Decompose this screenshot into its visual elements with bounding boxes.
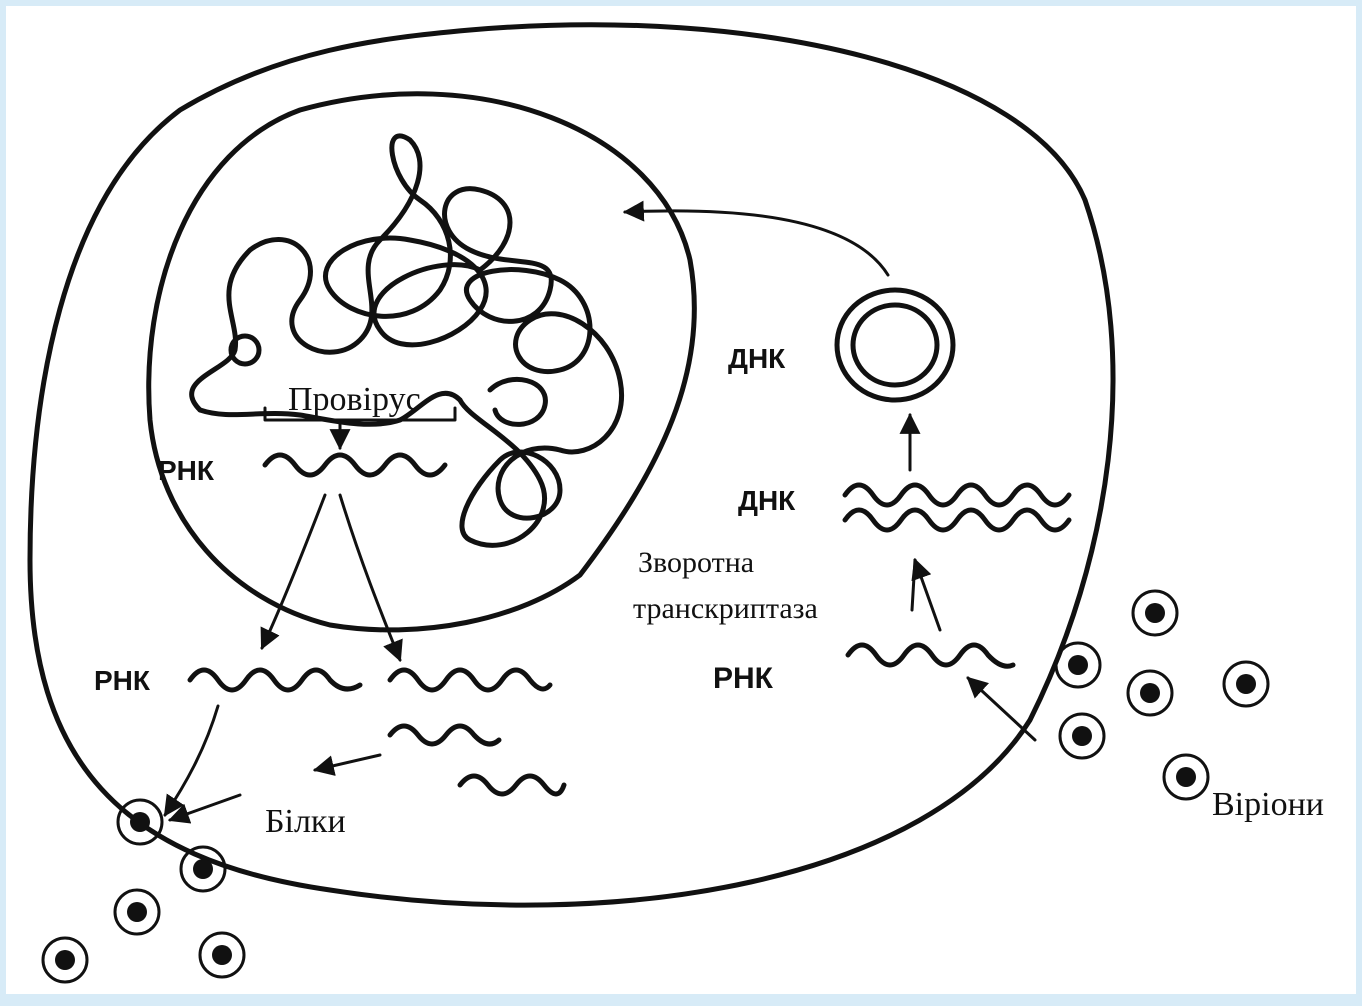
virion: [1224, 662, 1268, 706]
rna-cytoplasm-strand-2: [390, 670, 550, 690]
reverse-transcriptase-label-line1: Зворотна: [638, 546, 754, 579]
dna-strand-2: [845, 510, 1069, 530]
virion: [1164, 755, 1208, 799]
virion: [1128, 671, 1172, 715]
rna-nucleus-label: РНК: [158, 455, 215, 486]
arrow-rna-export-right: [340, 495, 400, 660]
dna-double-label: ДНК: [738, 485, 796, 516]
host-chromatin: [192, 136, 622, 545]
arrow-reverse-transcription-branch: [912, 560, 915, 610]
rna-cytoplasm-strand-1: [190, 670, 360, 690]
arrow-rna-export-left: [262, 495, 325, 648]
proteins-label: Білки: [265, 803, 346, 840]
arrow-rna-to-virion: [165, 706, 218, 815]
arrow-to-proteins: [315, 755, 380, 770]
virions-label: Віріони: [1212, 786, 1324, 823]
dna-strand-1: [845, 485, 1069, 505]
rna-fragment-1: [390, 726, 499, 744]
virions-budding: [43, 800, 244, 982]
virion: [115, 890, 159, 934]
provirus-label: Провірус: [288, 381, 421, 418]
reverse-transcriptase-label-line2: транскриптаза: [633, 592, 818, 625]
rna-fragment-2: [460, 776, 564, 794]
rna-entry-strand: [848, 645, 1013, 666]
arrow-reverse-transcription: [915, 560, 940, 630]
virion: [118, 800, 162, 844]
rna-entry-label: РНК: [713, 662, 774, 695]
arrow-dna-integration: [625, 211, 888, 275]
arrow-proteins-to-virion: [170, 795, 240, 820]
virion: [1133, 591, 1177, 635]
virion: [200, 933, 244, 977]
virion: [181, 847, 225, 891]
dna-circle-inner: [853, 305, 937, 385]
rna-cytoplasm-label: РНК: [94, 665, 151, 696]
virion: [1056, 643, 1100, 687]
virions-entering: [1056, 591, 1268, 799]
dna-circular-label: ДНК: [728, 343, 786, 374]
virion: [1060, 714, 1104, 758]
virion: [43, 938, 87, 982]
rna-nucleus-strand: [265, 455, 445, 475]
arrow-virion-entry: [968, 678, 1035, 740]
